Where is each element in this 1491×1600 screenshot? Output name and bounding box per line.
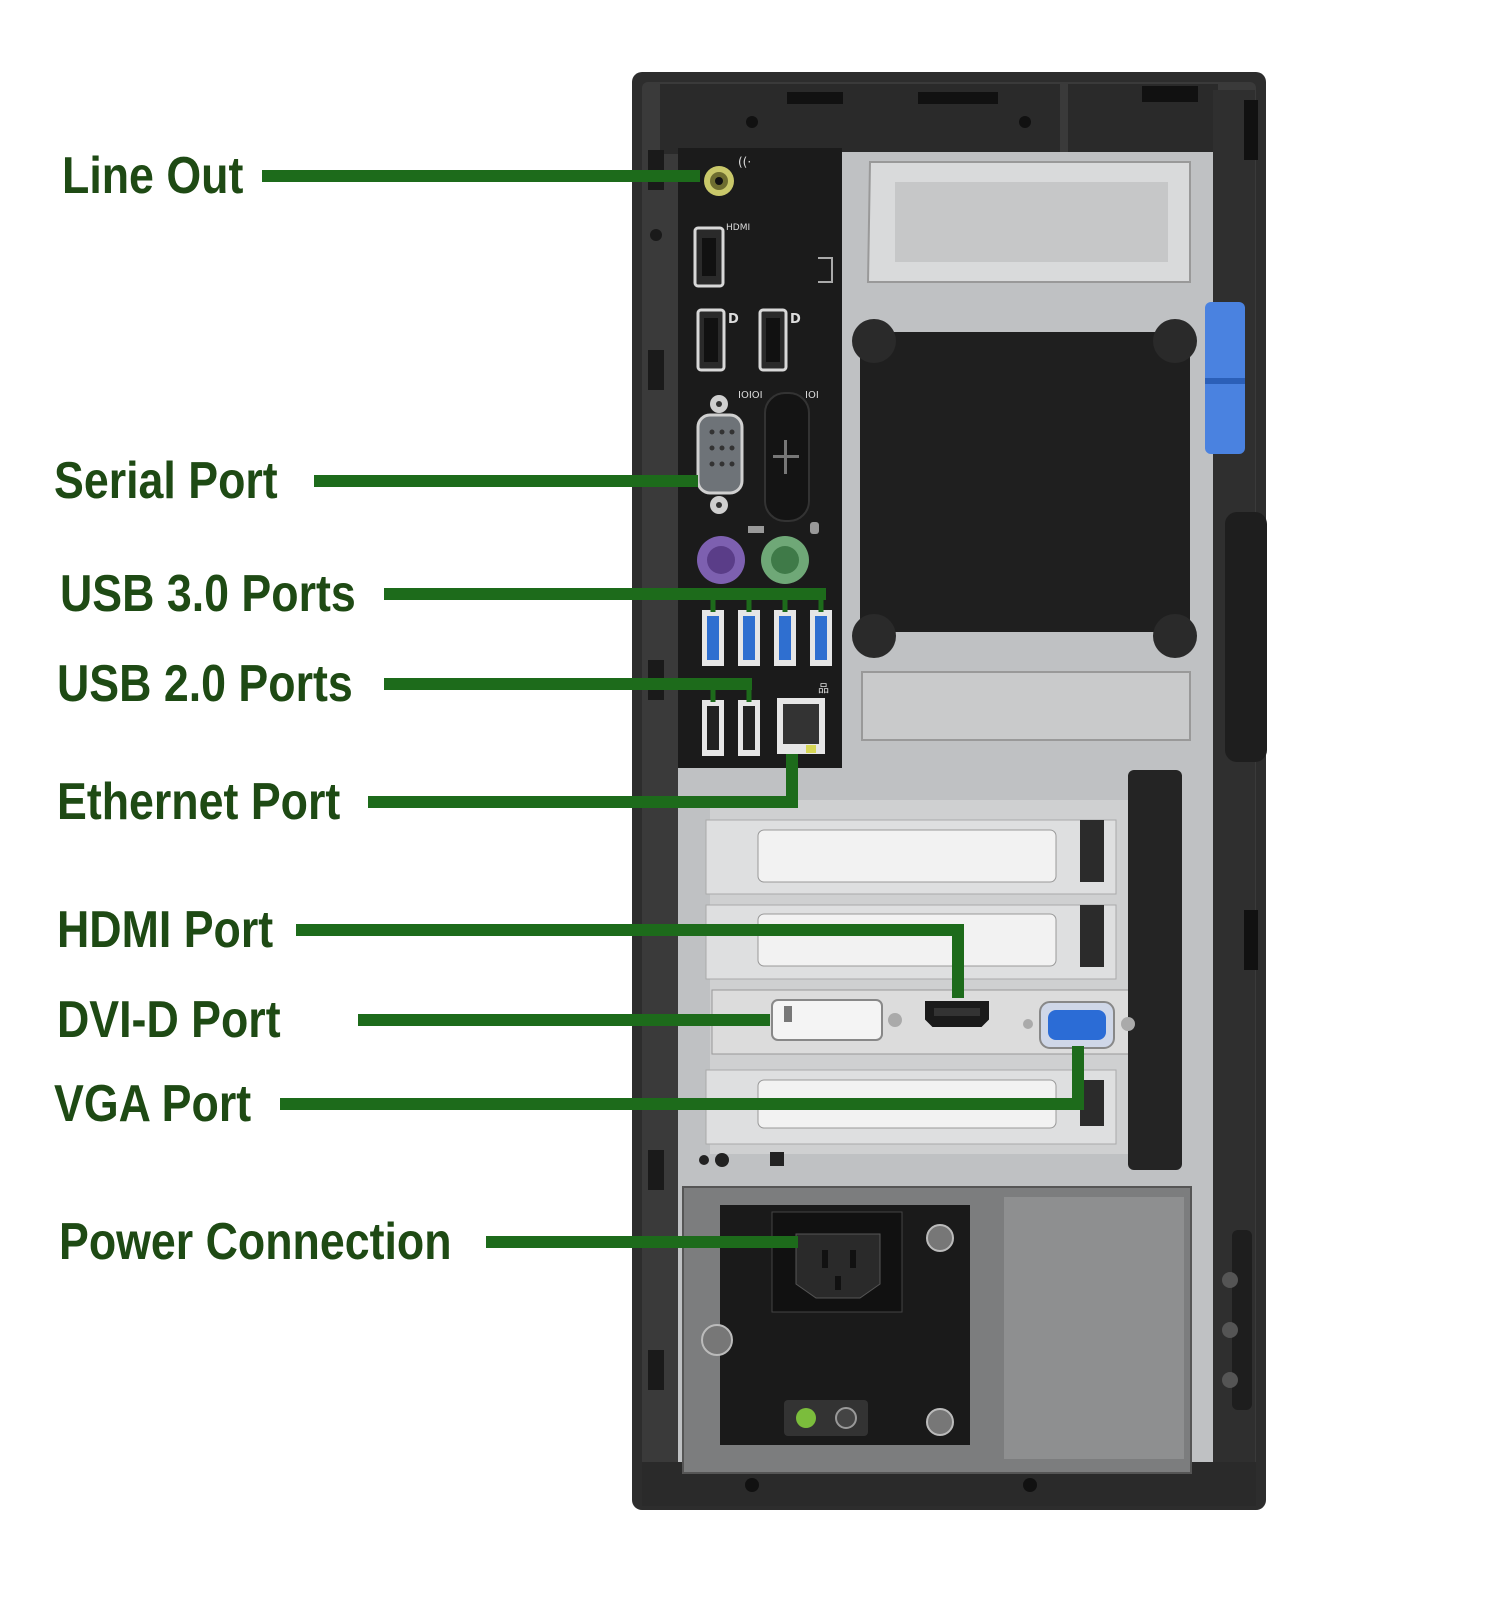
label-line-out: Line Out xyxy=(62,147,244,205)
leader-vga-port xyxy=(280,1046,1084,1110)
label-usb2-ports: USB 2.0 Ports xyxy=(57,655,353,713)
usb2-port-icon[interactable] xyxy=(702,700,724,756)
leader-ethernet-port xyxy=(368,754,798,808)
ps2-mouse-icon[interactable] xyxy=(761,522,819,584)
power-socket-icon[interactable] xyxy=(771,1211,903,1313)
svg-text:品: 品 xyxy=(818,682,829,695)
serial-marking: IOIOI xyxy=(738,390,763,401)
label-ethernet-port: Ethernet Port xyxy=(57,773,341,831)
hdmi-marking: HDMI xyxy=(726,223,750,233)
power-supply xyxy=(682,1186,1192,1474)
svg-text:D: D xyxy=(728,312,739,327)
usb3-port-icon[interactable] xyxy=(774,610,796,666)
svg-text:((·: ((· xyxy=(738,155,751,169)
label-power-connection: Power Connection xyxy=(59,1213,452,1271)
label-serial-port: Serial Port xyxy=(54,452,278,510)
usb3-port-icon[interactable] xyxy=(702,610,724,666)
hdmi-port-icon[interactable] xyxy=(923,999,991,1029)
line-out-jack-icon[interactable]: ((· xyxy=(704,155,751,196)
usb2-ports xyxy=(702,700,760,756)
displayport-icon[interactable]: D xyxy=(696,308,739,372)
displayport-icon[interactable]: D xyxy=(758,308,801,372)
vga-port-icon[interactable] xyxy=(1023,1001,1135,1049)
parallel-marking: IOI xyxy=(805,390,819,401)
ethernet-port-icon[interactable]: 品 xyxy=(777,682,829,754)
parallel-knockout xyxy=(764,392,810,522)
leader-hdmi-port xyxy=(296,924,964,998)
usb3-port-icon[interactable] xyxy=(810,610,832,666)
svg-text:D: D xyxy=(790,312,801,327)
label-dvi-d-port: DVI-D Port xyxy=(57,991,281,1049)
label-usb3-ports: USB 3.0 Ports xyxy=(60,565,356,623)
chassis-handle[interactable] xyxy=(1225,512,1267,762)
label-hdmi-port: HDMI Port xyxy=(57,901,274,959)
usb3-ports xyxy=(702,610,832,666)
io-panel: ((· HDMI D D IOIOI xyxy=(678,148,842,768)
leader-branches xyxy=(710,594,824,702)
leader-lines xyxy=(262,170,1084,1248)
ps2-keyboard-icon[interactable] xyxy=(697,526,764,584)
usb2-port-icon[interactable] xyxy=(738,700,760,756)
dvi-port-icon[interactable] xyxy=(758,999,902,1041)
hdmi-port-icon[interactable] xyxy=(693,226,725,288)
fan-grille-icon xyxy=(852,161,1267,762)
usb3-port-icon[interactable] xyxy=(738,610,760,666)
serial-port-icon[interactable] xyxy=(696,395,744,514)
label-vga-port: VGA Port xyxy=(54,1075,252,1133)
